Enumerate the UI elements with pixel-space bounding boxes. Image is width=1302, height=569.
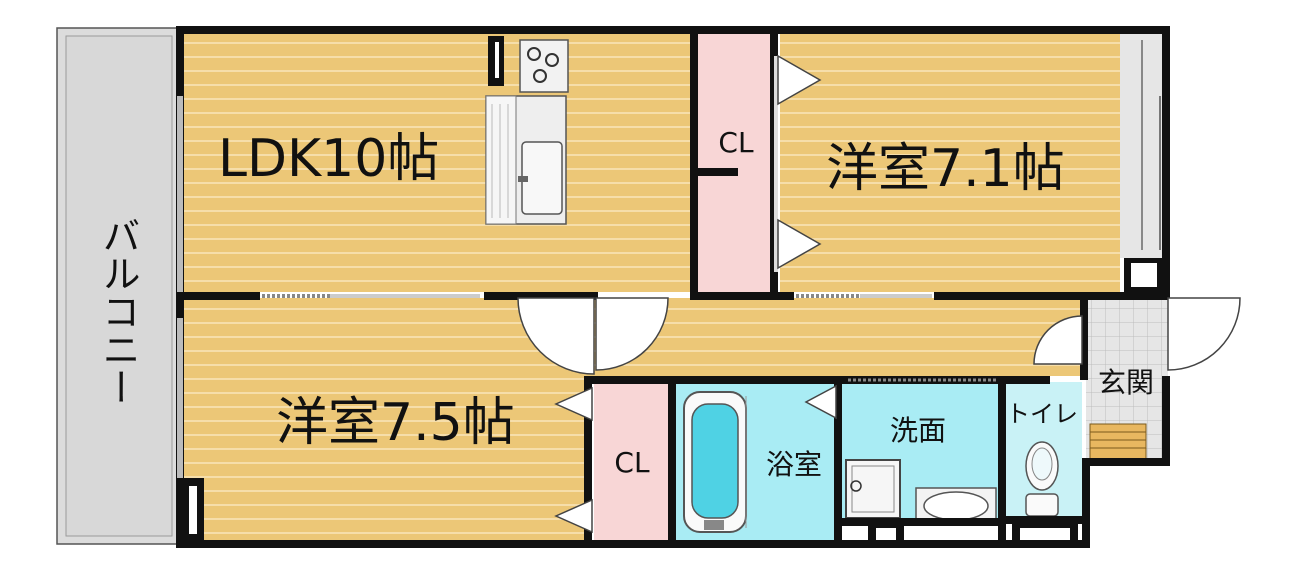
door-swings [517, 297, 1241, 375]
label-closet-top: CL [718, 126, 754, 159]
washing-machine-icon [845, 459, 901, 519]
toilet-icon [1025, 441, 1059, 517]
label-west-top: 洋室7.1帖 [826, 139, 1065, 199]
label-entrance: 玄関 [1098, 366, 1154, 399]
kitchen-counter [485, 39, 569, 225]
floor-closet-bottom [594, 382, 668, 540]
floor-closet-top [696, 32, 774, 292]
label-balcony: バルコニー [96, 216, 140, 406]
floor-entrance [1086, 298, 1168, 462]
label-ldk: LDK10帖 [218, 129, 439, 189]
wash-basin-icon [915, 487, 997, 523]
stove-icon [519, 39, 569, 93]
label-closet-bottom: CL [614, 446, 650, 479]
floor-hallway [588, 298, 1084, 376]
closet-doors [554, 54, 837, 534]
floor-west-bottom [182, 298, 588, 540]
balcony [56, 27, 180, 545]
window-right-top [1120, 32, 1164, 292]
bathtub-icon [683, 391, 747, 533]
label-bath: 浴室 [766, 448, 822, 481]
label-toilet: トイレ [1006, 400, 1078, 428]
label-west-bottom: 洋室7.5帖 [276, 393, 515, 453]
floor-west-top [780, 32, 1120, 292]
label-washroom: 洗面 [890, 414, 946, 447]
sliding-doors [177, 56, 996, 478]
floor-ldk [182, 32, 690, 292]
